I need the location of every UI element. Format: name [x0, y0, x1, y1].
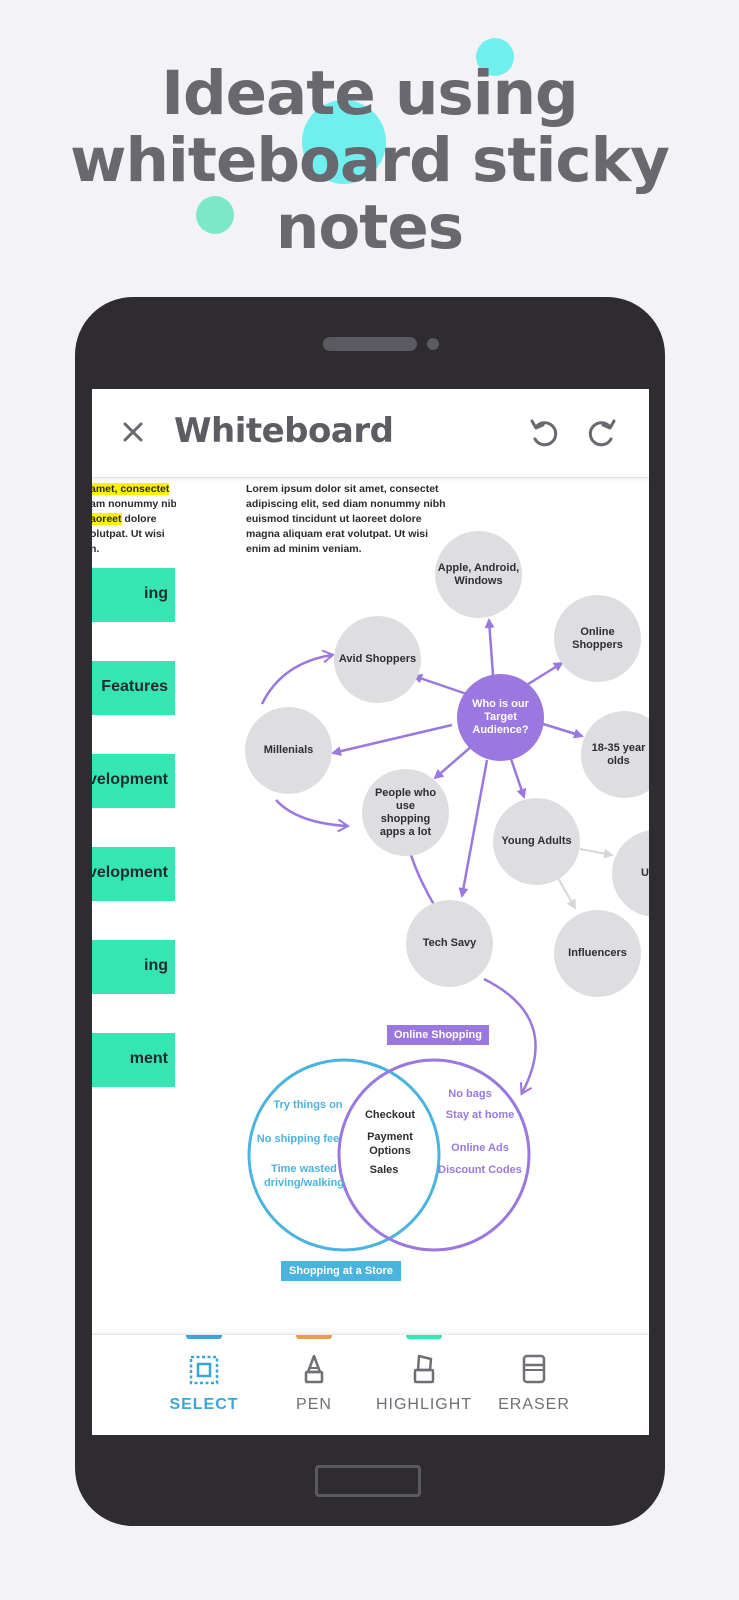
page-title: Whiteboard [174, 411, 394, 451]
venn-middle-item: Payment Options [367, 1131, 413, 1157]
mindmap-node-age[interactable]: 18-35 year olds [581, 711, 649, 798]
sticky-note-label: ment [129, 1050, 168, 1067]
tool-highlight[interactable]: HIGHLIGHT [369, 1335, 479, 1435]
mindmap-node-tech-savy[interactable]: Tech Savy [406, 900, 493, 987]
venn-right-item: Online Ads [451, 1142, 509, 1154]
tool-palette: SELECT PEN HIGHLIGHT ERASER [92, 1334, 649, 1435]
headline-line-3: notes [275, 192, 464, 263]
sticky-note[interactable]: velopment [92, 847, 175, 901]
pen-icon [297, 1353, 331, 1387]
sticky-note[interactable]: ment [92, 1033, 175, 1087]
venn-middle-item: Checkout [364, 1109, 416, 1121]
venn-left-item: Try things on [273, 1099, 343, 1111]
mindmap-node-avid-shoppers[interactable]: Avid Shoppers [334, 616, 421, 703]
venn-left-item: No shipping fee [256, 1133, 340, 1145]
sticky-note-label: Features [101, 678, 168, 695]
promo-headline: Ideate using whiteboard sticky notes [0, 60, 739, 261]
app-header: Whiteboard [92, 389, 649, 478]
highlighter-icon [407, 1353, 441, 1387]
venn-right-item: No bags [448, 1088, 492, 1100]
venn-right-item: Discount Codes [438, 1164, 522, 1176]
sticky-note-label: ing [144, 957, 168, 974]
redo-icon[interactable] [582, 413, 622, 453]
sticky-note[interactable]: velopment [92, 754, 175, 808]
tool-label: PEN [296, 1396, 332, 1413]
mindmap-node-influencers[interactable]: Influencers [554, 910, 641, 997]
highlighted-text: amet, consectet [92, 483, 170, 495]
headline-line-2: whiteboard sticky [70, 125, 670, 196]
phone-camera [427, 338, 439, 350]
mindmap-node-online-shoppers[interactable]: Online Shoppers [554, 595, 641, 682]
sticky-text-right[interactable]: Lorem ipsum dolor sit amet, consectet ad… [246, 483, 446, 555]
venn-right-item: Stay at home [445, 1109, 515, 1121]
highlighted-text: aoreet [92, 513, 122, 525]
app-screen: Whiteboard amet, consectet am nonummy ni… [92, 389, 649, 1435]
decorative-blob-small-teal [476, 38, 514, 76]
decorative-blob-mint [196, 196, 234, 234]
headline-line-1: Ideate using [161, 58, 578, 129]
sticky-note-label: velopment [92, 771, 168, 788]
eraser-icon [517, 1353, 551, 1387]
tool-label: ERASER [498, 1396, 570, 1413]
whiteboard-canvas[interactable]: amet, consectet am nonummy nibh aoreet d… [92, 478, 649, 1324]
tool-select-accent [186, 1335, 222, 1339]
decorative-blob-large-teal [302, 100, 386, 184]
sticky-note[interactable]: ing [92, 940, 175, 994]
text-fragment: dolore [121, 513, 157, 525]
sticky-note[interactable]: ing [92, 568, 175, 622]
mindmap-node-millenials[interactable]: Millenials [245, 707, 332, 794]
tool-highlight-accent [406, 1335, 442, 1339]
phone-home-button [315, 1465, 421, 1497]
sticky-note-label: ing [144, 585, 168, 602]
tool-pen[interactable]: PEN [259, 1335, 369, 1435]
phone-speaker [323, 337, 417, 351]
text-line: n. [92, 543, 100, 555]
tool-label: SELECT [169, 1396, 239, 1413]
select-icon [187, 1353, 221, 1387]
tool-eraser[interactable]: ERASER [479, 1335, 589, 1435]
mindmap-center-node[interactable]: Who is our Target Audience? [457, 674, 544, 761]
mindmap-connectors [247, 618, 614, 1252]
sticky-text-left[interactable]: amet, consectet am nonummy nibh aoreet d… [92, 482, 176, 557]
venn-tag-store[interactable]: Shopping at a Store [281, 1261, 401, 1281]
venn-middle-item: Sales [369, 1164, 399, 1176]
sticky-note-label: velopment [92, 864, 168, 881]
mindmap-node-apple[interactable]: Apple, Android, Windows [435, 531, 522, 618]
venn-tag-online[interactable]: Online Shopping [387, 1025, 489, 1045]
close-icon[interactable] [118, 417, 148, 447]
undo-icon[interactable] [524, 413, 564, 453]
tool-select[interactable]: SELECT [149, 1335, 259, 1435]
tool-label: HIGHLIGHT [375, 1396, 473, 1413]
mindmap-node-young-adults[interactable]: Young Adults [493, 798, 580, 885]
venn-left-item: Time wasted driving/walking [263, 1163, 345, 1189]
sticky-note[interactable]: Features [92, 661, 175, 715]
mindmap-node-people[interactable]: People who use shopping apps a lot [362, 769, 449, 856]
text-line: am nonummy nibh [92, 498, 176, 510]
tool-pen-accent [296, 1335, 332, 1339]
text-line: olutpat. Ut wisi [92, 528, 165, 540]
